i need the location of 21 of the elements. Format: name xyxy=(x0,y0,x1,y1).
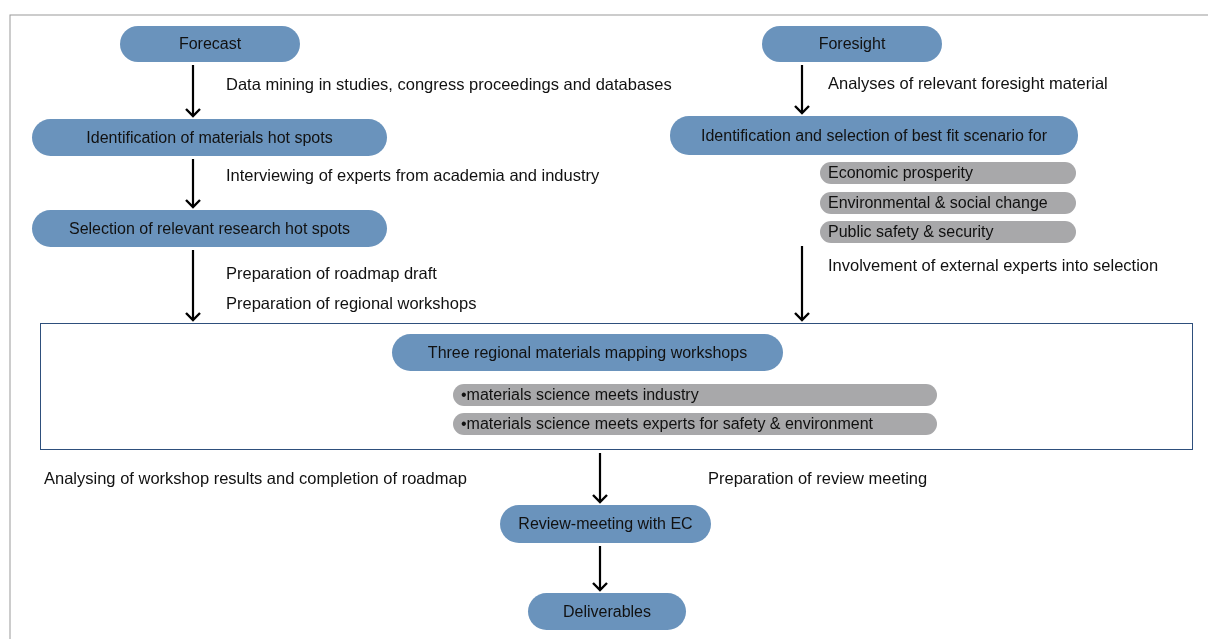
arrow xyxy=(184,250,202,322)
process-pill: Selection of relevant research hot spots xyxy=(32,210,387,247)
arrow xyxy=(184,65,202,118)
arrow xyxy=(591,453,609,504)
scenario-pill: •materials science meets industry xyxy=(453,384,937,406)
arrow xyxy=(591,546,609,592)
scenario-pill: Economic prosperity xyxy=(820,162,1076,184)
process-pill: Identification of materials hot spots xyxy=(32,119,387,156)
process-pill: Foresight xyxy=(762,26,942,62)
arrow xyxy=(793,246,811,322)
scenario-pill: Public safety & security xyxy=(820,221,1076,243)
process-pill: Identification and selection of best fit scenario for xyxy=(670,116,1078,155)
scenario-pill: •materials science meets experts for safety & environment xyxy=(453,413,937,435)
process-pill: Deliverables xyxy=(528,593,686,630)
group-frame xyxy=(40,323,1193,450)
process-pill: Forecast xyxy=(120,26,300,62)
scenario-pill: Environmental & social change xyxy=(820,192,1076,214)
process-pill: Three regional materials mapping workshops xyxy=(392,334,783,371)
process-pill: Review-meeting with EC xyxy=(500,505,711,543)
arrow xyxy=(184,159,202,209)
arrow xyxy=(793,65,811,115)
